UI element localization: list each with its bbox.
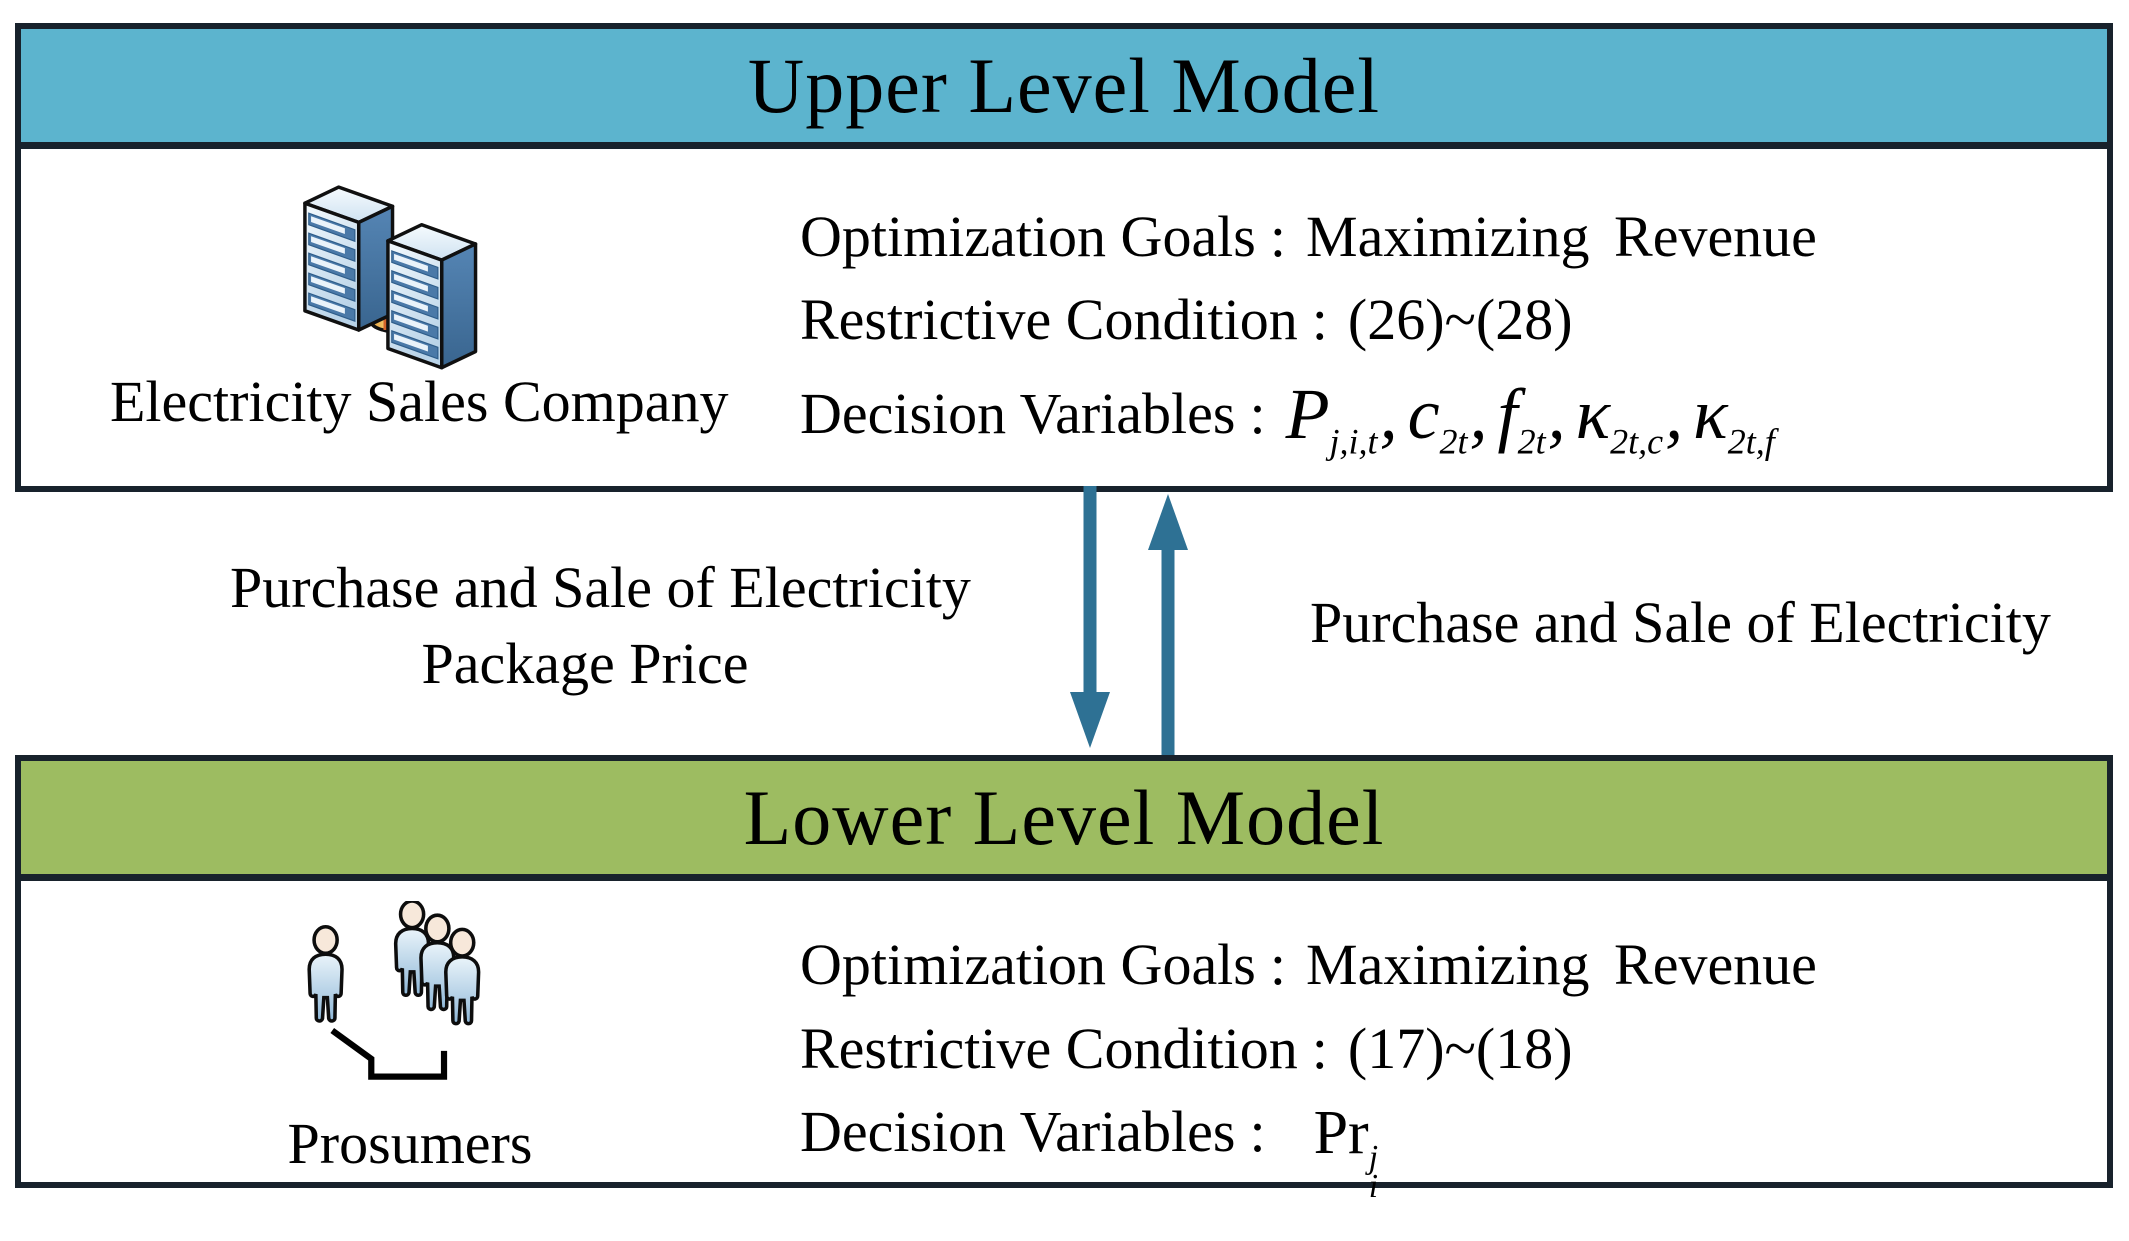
lower-condition-value: (17)~(18) xyxy=(1347,1016,1573,1081)
price-flow-label-line2: Package Price xyxy=(421,631,749,696)
upper-decision-line: Decision Variables: Pj,i,t,c2t,f2t,κ2t,c,… xyxy=(800,368,1775,462)
colon: : xyxy=(1249,1099,1266,1164)
exchange-arrows xyxy=(1070,486,1188,762)
lower-entity-label: Prosumers xyxy=(287,1111,533,1176)
colon: : xyxy=(1269,204,1286,269)
upper-level-header: Upper Level Model xyxy=(15,23,2113,148)
lower-level-header: Lower Level Model xyxy=(15,755,2113,880)
upper-condition-value: (26)~(28) xyxy=(1347,287,1573,352)
upper-condition-line: Restrictive Condition: (26)~(28) xyxy=(800,286,1573,353)
upper-goals-label: Optimization Goals xyxy=(800,204,1256,269)
lower-goals-label: Optimization Goals xyxy=(800,932,1256,997)
server-towers-icon xyxy=(303,185,478,370)
lower-level-title: Lower Level Model xyxy=(743,773,1385,861)
pr-subscript: i xyxy=(1368,1167,1379,1205)
prosumers-people-icon xyxy=(307,901,481,1080)
price-flow-label: Purchase and Sale of Electricity Package… xyxy=(230,550,971,702)
upper-goals-line: Optimization Goals: Maximizing Revenue xyxy=(800,203,1817,270)
up-arrow-head xyxy=(1148,494,1188,550)
lower-decision-label: Decision Variables xyxy=(800,1099,1236,1164)
pr-superscript: j xyxy=(1368,1139,1379,1177)
price-flow-label-line1: Purchase and Sale of Electricity xyxy=(230,555,971,620)
lower-condition-label: Restrictive Condition xyxy=(800,1016,1298,1081)
colon: : xyxy=(1269,932,1286,997)
electricity-flow-label: Purchase and Sale of Electricity xyxy=(1310,590,2051,655)
colon: : xyxy=(1249,381,1266,446)
upper-condition-label: Restrictive Condition xyxy=(800,287,1298,352)
upper-decision-label: Decision Variables xyxy=(800,381,1236,446)
colon: : xyxy=(1311,287,1328,352)
upper-entity-label: Electricity Sales Company xyxy=(110,369,729,434)
upper-level-title: Upper Level Model xyxy=(747,41,1381,129)
lower-goals-line: Optimization Goals: Maximizing Revenue xyxy=(800,931,1817,998)
lower-condition-line: Restrictive Condition: (17)~(18) xyxy=(800,1015,1573,1082)
up-arrow-shaft xyxy=(1161,546,1175,762)
lower-level-body xyxy=(15,875,2113,1188)
colon: : xyxy=(1311,1016,1328,1081)
down-arrow-shaft xyxy=(1083,486,1097,696)
lower-goals-value: Maximizing Revenue xyxy=(1306,932,1817,997)
upper-decision-formula: Pj,i,t,c2t,f2t,κ2t,c,κ2t,f xyxy=(1285,374,1775,462)
upper-goals-value: Maximizing Revenue xyxy=(1306,204,1817,269)
down-arrow-head xyxy=(1070,692,1110,748)
